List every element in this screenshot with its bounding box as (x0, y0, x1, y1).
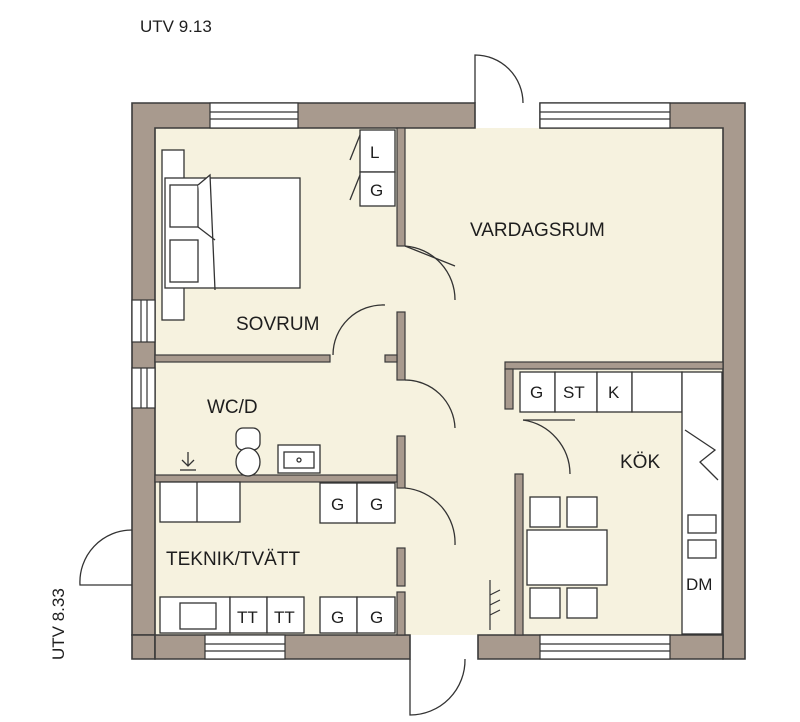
kitchen-fridge-label: K (608, 383, 620, 402)
wc-wardrobe-label-2: G (370, 495, 383, 514)
kitchen-counters (519, 371, 723, 635)
utility-closets-lower (159, 596, 396, 634)
dimension-top: UTV 9.13 (140, 17, 212, 36)
doors (79, 54, 575, 716)
bedroom-wardrobe-label: G (370, 181, 383, 200)
double-bed (161, 149, 301, 321)
coat-rack (489, 580, 501, 630)
dimension-side: UTV 8.33 (49, 588, 68, 660)
dryer-label-1: TT (237, 608, 258, 627)
bedroom-closets (349, 129, 396, 207)
room-label-bedroom: SOVRUM (236, 314, 319, 335)
dining-table (526, 496, 608, 619)
utility-wardrobe-label-2: G (370, 608, 383, 627)
dishwasher-label: DM (686, 575, 712, 594)
dryer-label-2: TT (274, 608, 295, 627)
wc-wardrobe-label-1: G (331, 495, 344, 514)
windows (131, 102, 671, 660)
kitchen-stove-label: ST (563, 383, 585, 402)
utility-wardrobe-label-1: G (331, 608, 344, 627)
room-label-utility: TEKNIK/TVÄTT (166, 549, 300, 570)
interior-walls (154, 127, 724, 636)
room-label-living: VARDAGSRUM (470, 220, 605, 241)
wash-basin (277, 444, 321, 474)
room-label-kitchen: KÖK (620, 452, 660, 473)
toilet (235, 427, 261, 477)
bedroom-linen-label: L (370, 143, 379, 162)
floor-drain-icon (180, 452, 196, 471)
kitchen-cupboard-label: G (530, 383, 543, 402)
room-label-wc: WC/D (207, 397, 258, 418)
utility-closets-upper (159, 481, 396, 524)
